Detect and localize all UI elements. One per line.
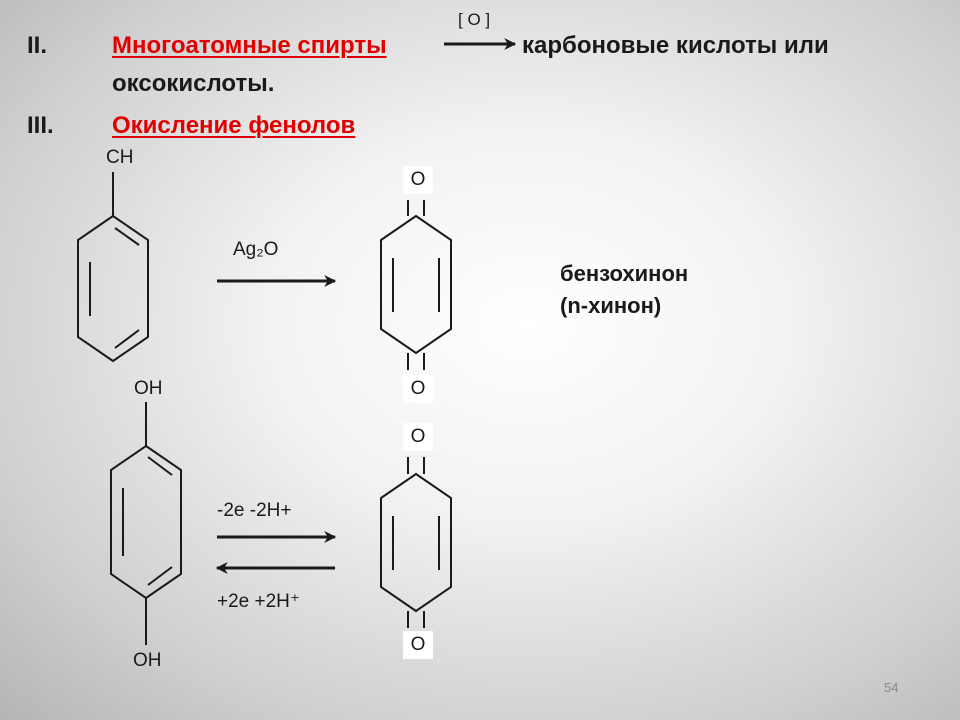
- hydroquinone-ring: [110, 402, 182, 645]
- section-ii-product-line1: карбоновые кислоты или: [522, 32, 829, 59]
- benzoquinone-ring-2: [380, 457, 452, 628]
- quinone1-top-oxygen: O: [403, 166, 433, 194]
- hydroquinone-bottom-oh: OH: [133, 650, 162, 671]
- quinone2-bottom-oxygen: O: [403, 631, 433, 659]
- reaction2-forward-label: -2e -2H+: [217, 500, 292, 521]
- quinone2-top-oxygen: O: [403, 423, 433, 451]
- section-ii-topic: Многоатомные спирты: [112, 32, 387, 59]
- quinone1-bottom-oxygen: O: [403, 375, 433, 403]
- page-number: 54: [884, 680, 899, 695]
- toluene-substituent-label: CH: [106, 147, 134, 168]
- reaction1-reagent: Ag₂O: [233, 239, 279, 260]
- product-name-line2: (n-хинон): [560, 293, 662, 318]
- section-iii-numeral: III.: [27, 112, 54, 139]
- benzoquinone-ring-1: [380, 200, 452, 370]
- product-name-line1: бензохинон: [560, 261, 689, 286]
- section-ii-numeral: II.: [27, 32, 48, 59]
- section-ii-product-line2: оксокислоты.: [112, 70, 275, 97]
- hydroquinone-top-oh: OH: [134, 378, 163, 399]
- section-iii-topic: Окисление фенолов: [112, 112, 356, 139]
- toluene-ring: [77, 172, 149, 363]
- section-ii-reagent: [ O ]: [458, 10, 491, 29]
- reaction2-reverse-label: +2e +2H⁺: [217, 591, 300, 612]
